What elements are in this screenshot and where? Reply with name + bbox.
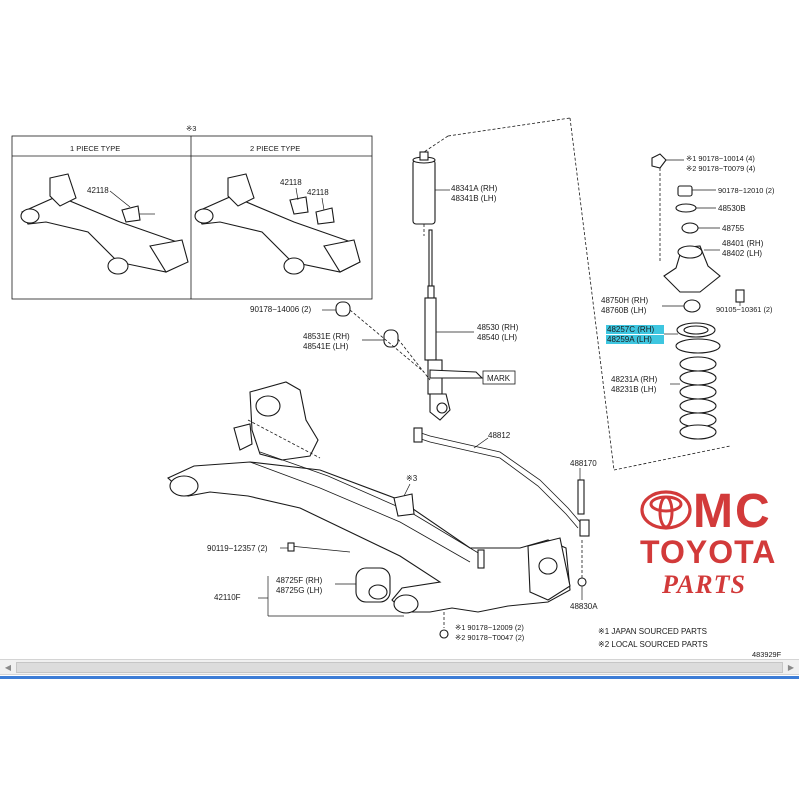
- bottom-blue-rule: [0, 676, 799, 679]
- label-48725f: 48725F (RH): [276, 576, 323, 585]
- stabilizer-bar: [413, 427, 590, 587]
- label-r48231a: 48231A (RH): [611, 375, 658, 384]
- label-48541e: 48541E (LH): [303, 342, 349, 351]
- label-r90105: 90105−10361 (2): [716, 305, 773, 314]
- scroll-track[interactable]: [16, 662, 783, 673]
- label-90119-12357: 90119−12357 (2): [207, 544, 268, 553]
- label-48830a: 48830A: [570, 602, 598, 611]
- label-488170: 488170: [570, 459, 597, 468]
- label-48540: 48540 (LH): [477, 333, 517, 342]
- label-42118-a: 42118: [87, 186, 109, 195]
- horizontal-scrollbar[interactable]: ◀ ▶: [0, 659, 799, 675]
- label-48812: 48812: [488, 431, 511, 440]
- label-42118-c: 42118: [307, 188, 329, 197]
- spring-mount-assembly: [651, 153, 745, 440]
- label-r48257c: 48257C (RH): [607, 325, 654, 334]
- one-piece-type-title: 1 PIECE TYPE: [70, 144, 120, 153]
- label-48530: 48530 (RH): [477, 323, 519, 332]
- one-piece-beam: [20, 173, 189, 275]
- mark-box: [482, 370, 516, 385]
- label-r48530b: 48530B: [718, 204, 746, 213]
- footnote-japan: ※1 JAPAN SOURCED PARTS: [598, 627, 707, 636]
- label-r90178-t0079: ※2 90178−T0079 (4): [686, 164, 755, 173]
- label-r90178-12010: 90178−12010 (2): [718, 186, 775, 195]
- highlight-48259a: [606, 335, 664, 344]
- label-48531e: 48531E (RH): [303, 332, 350, 341]
- label-48341a: 48341A (RH): [451, 184, 498, 193]
- label-r48259a: 48259A (LH): [607, 335, 652, 344]
- diagram-code: 483929F: [752, 650, 782, 659]
- label-r48760: 48760B (LH): [601, 306, 647, 315]
- label-r48402: 48402 (LH): [722, 249, 762, 258]
- watermark-toyota: TOYOTA: [640, 534, 777, 570]
- label-90178-t0047: ※2 90178−T0047 (2): [455, 633, 524, 642]
- watermark-mc: MC: [693, 485, 772, 538]
- scroll-thumb[interactable]: [16, 662, 783, 673]
- rear-axle-beam: [167, 381, 571, 639]
- inset-note-mark: ※3: [186, 124, 196, 133]
- highlight-48257c: [606, 325, 664, 334]
- coil-spring: [679, 356, 717, 440]
- two-piece-beam: [194, 173, 361, 275]
- footnote-local: ※2 LOCAL SOURCED PARTS: [598, 640, 708, 649]
- scroll-left-arrow-icon[interactable]: ◀: [4, 663, 12, 672]
- label-note3: ※3: [406, 474, 418, 483]
- label-r48401: 48401 (RH): [722, 239, 764, 248]
- watermark-parts: PARTS: [662, 570, 746, 599]
- shock-absorber-assembly: [335, 151, 484, 421]
- mc-toyota-watermark: MC TOYOTA PARTS: [640, 478, 780, 608]
- label-42118-b: 42118: [280, 178, 302, 187]
- two-piece-type-title: 2 PIECE TYPE: [250, 144, 300, 153]
- label-48725g: 48725G (LH): [276, 586, 323, 595]
- scroll-right-arrow-icon[interactable]: ▶: [787, 663, 795, 672]
- toyota-emblem-icon: [640, 490, 692, 530]
- label-48341b: 48341B (LH): [451, 194, 497, 203]
- label-r48231b: 48231B (LH): [611, 385, 657, 394]
- inset-box: ※3 1 PIECE TYPE 2 PIECE TYPE 42118 42118…: [11, 124, 373, 300]
- label-r48755: 48755: [722, 224, 745, 233]
- label-90178-12009: ※1 90178−12009 (2): [455, 623, 524, 632]
- label-r48750: 48750H (RH): [601, 296, 648, 305]
- label-r90178-10014: ※1 90178−10014 (4): [686, 154, 755, 163]
- mark-label: MARK: [487, 374, 511, 383]
- label-90178-14006: 90178−14006 (2): [250, 305, 312, 314]
- label-42110f: 42110F: [214, 593, 241, 602]
